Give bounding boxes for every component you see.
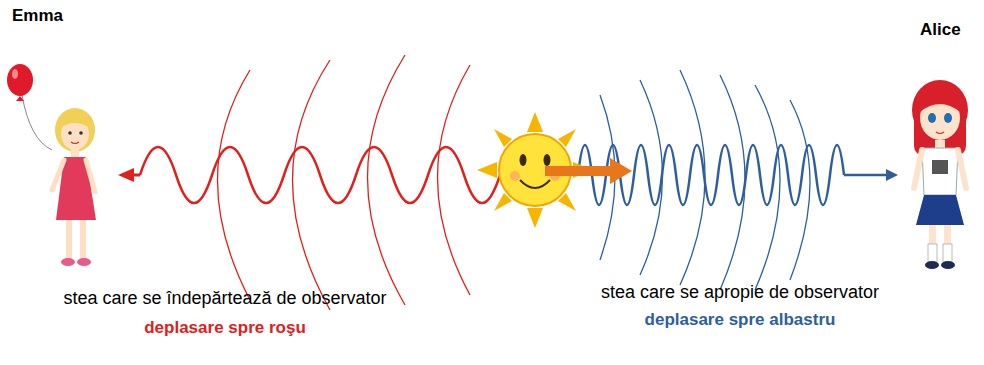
alice-figure bbox=[912, 80, 968, 269]
red-arrow-head bbox=[118, 168, 134, 182]
red-wavefronts bbox=[218, 55, 471, 310]
blue-arrow-shaft bbox=[844, 174, 888, 177]
blue-arrow-head bbox=[886, 169, 898, 181]
red-wave bbox=[140, 147, 500, 203]
blue-wave bbox=[578, 145, 844, 205]
caption-text: stea care se apropie de observator bbox=[601, 282, 879, 303]
person-name: Alice bbox=[920, 20, 961, 40]
emma-figure bbox=[7, 64, 96, 266]
caption-text: stea care se îndepărtează de observator bbox=[63, 288, 386, 309]
shift-label: deplasare spre albastru bbox=[645, 310, 836, 330]
shift-label: deplasare spre roşu bbox=[144, 318, 306, 338]
motion-arrow-head bbox=[610, 158, 632, 184]
motion-arrow-shaft bbox=[545, 166, 615, 176]
person-name: Emma bbox=[12, 6, 63, 26]
